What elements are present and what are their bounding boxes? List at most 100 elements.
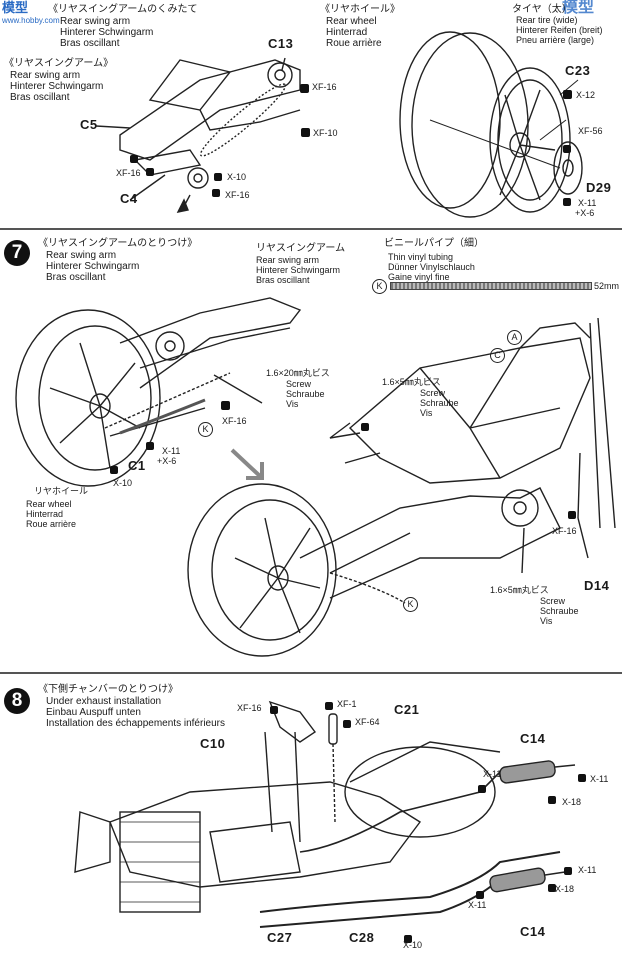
step8-de: Einbau Auspuff unten bbox=[46, 707, 141, 718]
step7-assembly-drawing bbox=[15, 297, 616, 657]
section6b-de: Hinterer Schwingarm bbox=[10, 81, 104, 92]
tire-note-fr: Pneu arrière (large) bbox=[516, 35, 595, 45]
code-xf10-a: XF-10 bbox=[313, 128, 338, 138]
screw5b-en: Screw bbox=[540, 596, 566, 606]
screw20-fr: Vis bbox=[286, 399, 299, 409]
step7-swingarm-de: Hinterer Schwingarm bbox=[256, 265, 341, 275]
code-x6-step7: +X-6 bbox=[157, 456, 177, 466]
code-xf16-step7-b: XF-16 bbox=[552, 526, 577, 536]
screw20-label: 1.6×20㎜丸ビス bbox=[266, 368, 330, 378]
watermark-logo: 模型 bbox=[2, 0, 29, 15]
code-x11-step8-b: X-11 bbox=[590, 774, 609, 784]
step7-jp: 《リヤスイングアームのとりつけ》 bbox=[38, 238, 198, 249]
section6c-de: Hinterrad bbox=[326, 27, 368, 38]
screw5a-de: Schraube bbox=[420, 398, 459, 408]
vinyl-length: 52mm bbox=[594, 281, 620, 291]
section6b-en: Rear swing arm bbox=[10, 70, 81, 81]
watermark-logo-right: 模型 bbox=[562, 0, 595, 16]
code-x11-top: X-11 bbox=[578, 198, 597, 208]
tire-note-jp: タイヤ（太） bbox=[512, 4, 572, 15]
code-xf64: XF-64 bbox=[355, 717, 380, 727]
step7-swingarm-en: Rear swing arm bbox=[256, 255, 320, 265]
part-C10: C10 bbox=[200, 736, 226, 751]
part-C14-bottom: C14 bbox=[520, 924, 546, 939]
code-x18-a: X-18 bbox=[562, 797, 582, 807]
part-C1: C1 bbox=[128, 458, 146, 473]
section6b-fr: Bras oscillant bbox=[10, 92, 70, 103]
code-xf16-step8: XF-16 bbox=[237, 703, 262, 713]
step8-assembly-drawing bbox=[74, 700, 586, 943]
step7-swingarm-jp: リヤスイングアーム bbox=[256, 243, 346, 254]
marker-a: A bbox=[507, 330, 522, 345]
screw5b-de: Schraube bbox=[540, 606, 579, 616]
section6c-jp: 《リヤホイール》 bbox=[320, 4, 400, 15]
screw5b-fr: Vis bbox=[540, 616, 553, 626]
part-C21: C21 bbox=[394, 702, 420, 717]
rearwheel-fr: Roue arrière bbox=[26, 519, 77, 529]
code-xf16-b: XF-16 bbox=[116, 168, 141, 178]
part-C28: C28 bbox=[349, 930, 375, 945]
code-xf56: XF-56 bbox=[578, 126, 603, 136]
code-xf1: XF-1 bbox=[337, 699, 357, 709]
screw20-en: Screw bbox=[286, 379, 312, 389]
code-x10-a: X-10 bbox=[227, 172, 247, 182]
rear-wheel-drawing bbox=[399, 31, 583, 218]
screw5a-en: Screw bbox=[420, 388, 446, 398]
code-x10-step8: X-10 bbox=[403, 940, 423, 950]
step8-number: 8 bbox=[4, 688, 30, 714]
vinyl-fr: Gaine vinyl fine bbox=[388, 272, 450, 282]
code-x11-step8-a: X-11 bbox=[483, 769, 502, 779]
section6c-fr: Roue arrière bbox=[326, 38, 382, 49]
section6b-jp: 《リヤスイングアーム》 bbox=[4, 58, 114, 69]
code-xf16-a: XF-16 bbox=[312, 82, 337, 92]
tire-note-de: Hinterer Reifen (breit) bbox=[516, 25, 603, 35]
code-x11-step8-d: X-11 bbox=[468, 900, 487, 910]
part-D29: D29 bbox=[586, 180, 612, 195]
part-D14: D14 bbox=[584, 578, 610, 593]
marker-k-step7-a: K bbox=[198, 422, 213, 437]
part-C14-top: C14 bbox=[520, 731, 546, 746]
code-x12: X-12 bbox=[576, 90, 596, 100]
step8-en: Under exhaust installation bbox=[46, 696, 162, 707]
code-x11-step8-c: X-11 bbox=[578, 865, 597, 875]
step7-de: Hinterer Schwingarm bbox=[46, 261, 140, 272]
divider-1 bbox=[0, 228, 622, 230]
code-x11-step7: X-11 bbox=[162, 446, 181, 456]
rearwheel-en: Rear wheel bbox=[26, 499, 72, 509]
code-x6-top: +X-6 bbox=[575, 208, 595, 218]
step7-number: 7 bbox=[4, 240, 30, 266]
part-C23: C23 bbox=[565, 63, 591, 78]
watermark-url: www.hobby.com bbox=[2, 16, 60, 25]
screw5a-fr: Vis bbox=[420, 408, 433, 418]
section6a-en: Rear swing arm bbox=[60, 16, 131, 27]
step7-en: Rear swing arm bbox=[46, 250, 117, 261]
part-C4: C4 bbox=[120, 191, 138, 206]
step7-swingarm-fr: Bras oscillant bbox=[256, 275, 310, 285]
screw20-de: Schraube bbox=[286, 389, 325, 399]
vinyl-jp: ビニールパイプ（細） bbox=[384, 238, 484, 249]
marker-c: C bbox=[490, 348, 505, 363]
screw5a-label: 1.6×5㎜丸ビス bbox=[382, 377, 441, 387]
code-xf16-step7: XF-16 bbox=[222, 416, 247, 426]
divider-2 bbox=[0, 672, 622, 674]
section6a-de: Hinterer Schwingarm bbox=[60, 27, 154, 38]
part-C27: C27 bbox=[267, 930, 293, 945]
swingarm-assembly-drawing bbox=[95, 57, 310, 213]
screw5b-label: 1.6×5㎜丸ビス bbox=[490, 585, 549, 595]
rearwheel-jp: リヤホイール bbox=[34, 486, 89, 496]
marker-k-step7-b: K bbox=[403, 597, 418, 612]
vinyl-tube-swatch bbox=[390, 282, 592, 290]
marker-k-vinyl: K bbox=[372, 279, 387, 294]
step8-jp: 《下側チャンバーのとりつけ》 bbox=[38, 684, 178, 695]
part-C5: C5 bbox=[80, 117, 98, 132]
vinyl-en: Thin vinyl tubing bbox=[388, 252, 454, 262]
step7-fr: Bras oscillant bbox=[46, 272, 106, 283]
section6a-fr: Bras oscillant bbox=[60, 38, 120, 49]
rearwheel-de: Hinterrad bbox=[26, 509, 64, 519]
code-x10-step7: X-10 bbox=[113, 478, 133, 488]
vinyl-de: Dünner Vinylschlauch bbox=[388, 262, 475, 272]
part-C13: C13 bbox=[268, 36, 294, 51]
section6a-jp: 《リヤスイングアームのくみたて bbox=[48, 4, 198, 15]
code-xf16-c: XF-16 bbox=[225, 190, 250, 200]
step8-fr: Installation des échappements inférieurs bbox=[46, 718, 225, 729]
